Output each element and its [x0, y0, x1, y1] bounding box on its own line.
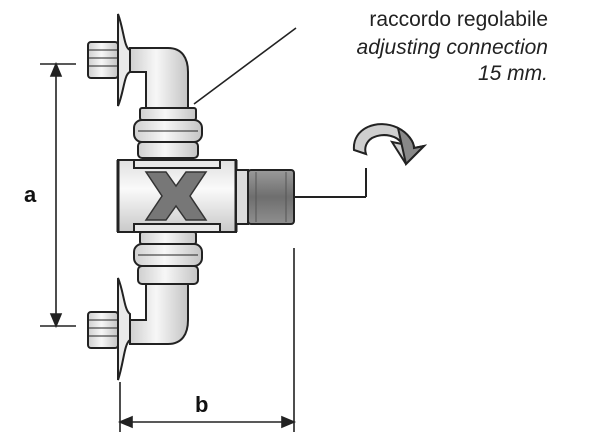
- rotation-arrow-icon: [352, 123, 428, 166]
- handle-bonnet: [235, 169, 295, 225]
- top-wall-fitting: [87, 13, 189, 109]
- bottom-wall-fitting: [87, 277, 189, 381]
- dimension-a-label: a: [24, 182, 37, 207]
- dimension-b-label: b: [195, 392, 209, 417]
- caption-leader-line: [193, 27, 297, 105]
- spindle: [294, 168, 367, 198]
- top-adjusting-union: [133, 107, 203, 159]
- caption-english: adjusting connection: [356, 36, 548, 59]
- caption-italian: raccordo regolabile: [369, 8, 548, 31]
- bottom-adjusting-union: [133, 231, 203, 285]
- caption-size: 15 mm.: [477, 62, 548, 85]
- valve-body: [116, 159, 238, 233]
- dimension-b-line: [117, 248, 297, 432]
- dimension-a-line: [40, 61, 76, 329]
